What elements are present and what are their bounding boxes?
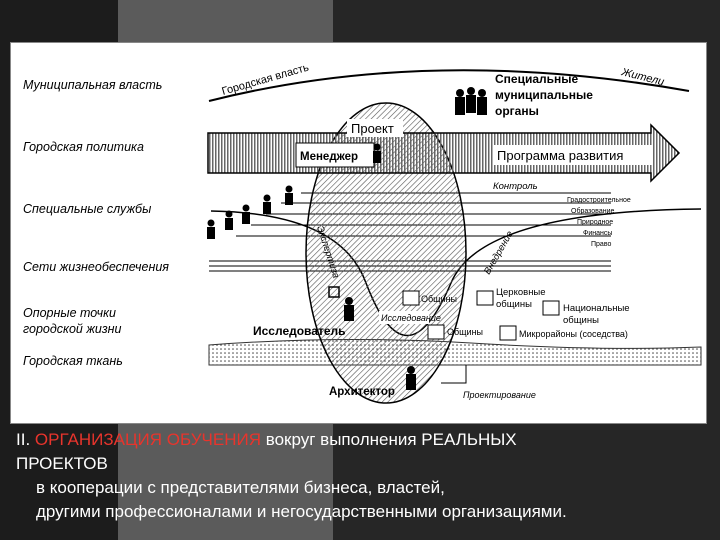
special-bodies-line1: Специальные (495, 72, 579, 86)
row-special-services: Специальные службы (23, 202, 151, 216)
arc-label-city-power: Городская власть (221, 62, 311, 98)
person-icon (225, 211, 233, 231)
person-icon (344, 297, 354, 321)
national-communities-line2: общины (563, 315, 599, 326)
development-program-label: Программа развития (497, 148, 623, 163)
caption-line3: в кооперации с представителями бизнеса, … (16, 476, 706, 500)
microdistricts-label: Микрорайоны (соседства) (519, 329, 628, 339)
church-communities-line2: общины (496, 299, 532, 310)
architect-label: Архитектор (329, 386, 395, 398)
researcher-label: Исследователь (253, 324, 346, 338)
person-icon (207, 220, 215, 240)
caption-prefix: II. (16, 430, 35, 449)
caption-line2: ПРОЕКТОВ (16, 454, 108, 473)
caption-line4: другими профессионалами и негосударствен… (16, 500, 706, 524)
caption-rest: вокруг выполнения РЕАЛЬНЫХ (261, 430, 517, 449)
caption-accent: ОРГАНИЗАЦИЯ ОБУЧЕНИЯ (35, 430, 261, 449)
church-communities-line1: Церковные (496, 287, 546, 298)
national-communities-line1: Национальные (563, 303, 630, 314)
fan-label-finance: Финансы (583, 230, 612, 237)
person-icon (285, 186, 293, 206)
arc-label-residents: Жители (619, 66, 665, 88)
person-icon (242, 205, 250, 225)
fan-label-nature: Природное (577, 219, 613, 226)
special-bodies-line2: муниципальные (495, 88, 593, 102)
person-icon (455, 89, 465, 115)
urban-fabric-ground (209, 339, 701, 365)
row-key-points-1: Опорные точки (23, 306, 116, 320)
person-icon (477, 89, 487, 115)
fan-label-education: Образование (571, 207, 614, 215)
person-icon (406, 366, 416, 390)
row-key-points-2: городской жизни (23, 322, 122, 336)
fan-label-urban: Градостроительное (567, 197, 631, 204)
row-city-policy: Городская политика (23, 140, 144, 154)
person-icon (373, 144, 381, 164)
caption: II. ОРГАНИЗАЦИЯ ОБУЧЕНИЯ вокруг выполнен… (16, 428, 706, 524)
design-label: Проектирование (463, 390, 536, 400)
control-label: Контроль (493, 181, 538, 192)
fan-label-law: Право (591, 241, 611, 248)
special-bodies-line3: органы (495, 104, 539, 118)
project-label: Проект (351, 121, 394, 136)
row-life-support: Сети жизнеобеспечения (23, 260, 169, 274)
row-urban-fabric: Городская ткань (23, 354, 123, 368)
research-label: Исследование (381, 313, 441, 323)
row-municipal-power: Муниципальная власть (23, 78, 162, 92)
communities-label: Общины (421, 294, 457, 304)
manager-label: Менеджер (300, 151, 358, 163)
communities-label-2: Общины (447, 327, 483, 337)
city-structure-diagram: Муниципальная власть Городская политика … (11, 43, 706, 423)
design-bracket (441, 365, 466, 383)
person-icon (466, 87, 476, 113)
diagram-panel: Муниципальная власть Городская политика … (10, 42, 707, 424)
person-icon (263, 195, 271, 215)
